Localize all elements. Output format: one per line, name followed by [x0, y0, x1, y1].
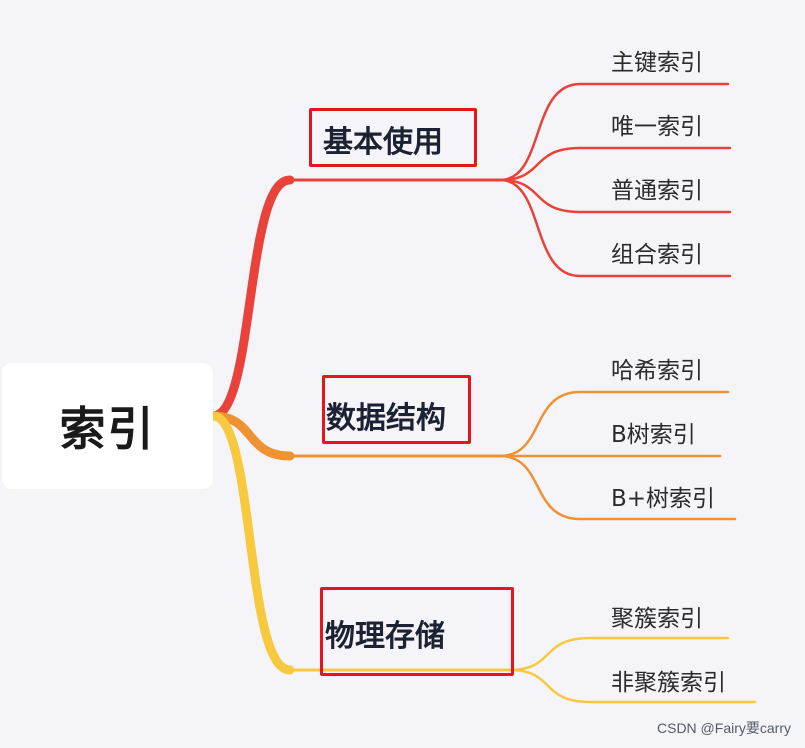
leaf-label-composite-index: 组合索引	[611, 242, 703, 268]
leaf-label-normal-index: 普通索引	[611, 178, 703, 204]
leaf-label-hash-index: 哈希索引	[611, 358, 703, 384]
leaf-label-bplustree-index: B+树索引	[611, 486, 716, 512]
leaf-label-primary-key-index: 主键索引	[611, 50, 703, 76]
leaf-label-btree-index: B树索引	[611, 422, 696, 448]
leaf-connector-0-0	[498, 82, 730, 182]
watermark: CSDN @Fairy要carry	[657, 720, 791, 736]
leaf-connector-1-0	[498, 390, 730, 458]
leaf-label-unique-index: 唯一索引	[611, 114, 703, 140]
leaf-connector-0-1	[498, 146, 732, 182]
highlight-box-data-structure	[322, 375, 471, 444]
branch-connector-2	[208, 411, 295, 675]
leaf-label-clustered-index: 聚簇索引	[611, 606, 703, 632]
leaf-label-nonclustered-index: 非聚簇索引	[611, 670, 726, 696]
leaf-connector-2-1	[508, 668, 757, 704]
branch-label-data-structure: 数据结构	[326, 401, 446, 436]
highlight-box-physical-storage	[320, 587, 514, 676]
branch-connector-0	[208, 175, 295, 421]
leaf-connector-0-2	[498, 178, 732, 214]
root-label: 索引	[59, 402, 156, 456]
branch-label-physical-storage: 物理存储	[325, 619, 445, 654]
leaf-connector-1-2	[498, 454, 737, 521]
highlight-box-basic-usage	[309, 108, 477, 167]
leaf-connector-2-0	[508, 636, 730, 672]
root-node: 索引	[2, 363, 213, 489]
branch-label-basic-usage: 基本使用	[323, 125, 443, 160]
leaf-connector-0-3	[498, 178, 732, 278]
